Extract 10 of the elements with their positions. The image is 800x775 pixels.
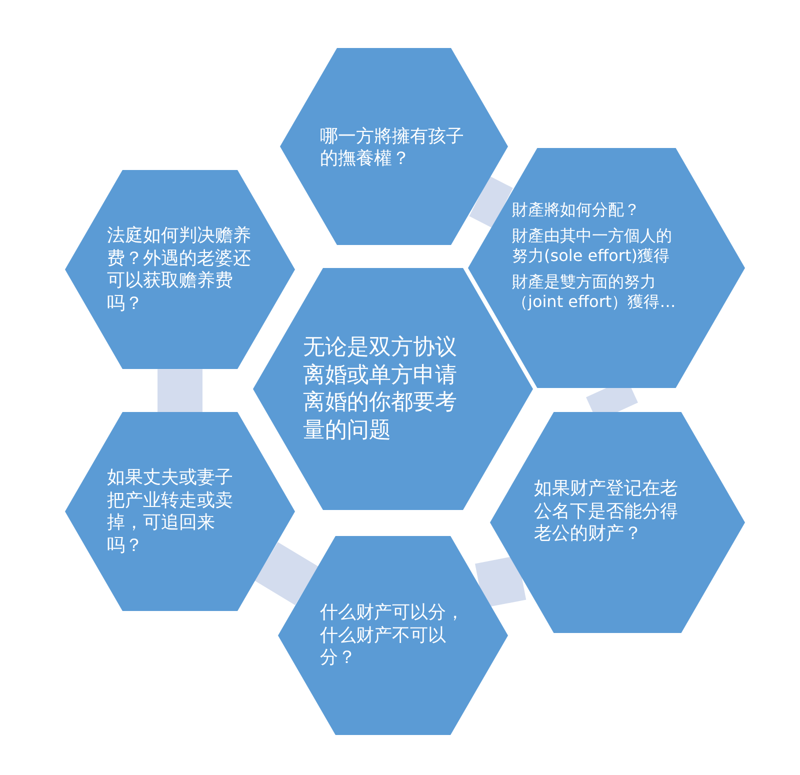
- question-text: 什么财产可以分，什么财产不可以分？: [320, 602, 465, 670]
- connector-band: [475, 556, 526, 608]
- question-text: 无论是双方协议离婚或单方申请离婚的你都要考量的问题: [303, 334, 458, 444]
- question-text: 財產是雙方面的努力（joint effort）獲得…: [512, 272, 677, 312]
- question-text: 財產由其中一方個人的努力(sole effort)獲得: [512, 226, 673, 266]
- question-text: 法庭如何判决赡养费？外遇的老婆还可以获取赡养费吗？: [107, 225, 252, 315]
- question-text: 財產將如何分配？: [512, 200, 641, 220]
- question-text: 如果财产登记在老公名下是否能分得老公的财产？: [534, 478, 679, 546]
- question-text: 哪一方將擁有孩子的撫養權？: [320, 126, 465, 170]
- question-text: 如果丈夫或妻子把产业转走或卖掉，可追回来吗？: [107, 467, 234, 557]
